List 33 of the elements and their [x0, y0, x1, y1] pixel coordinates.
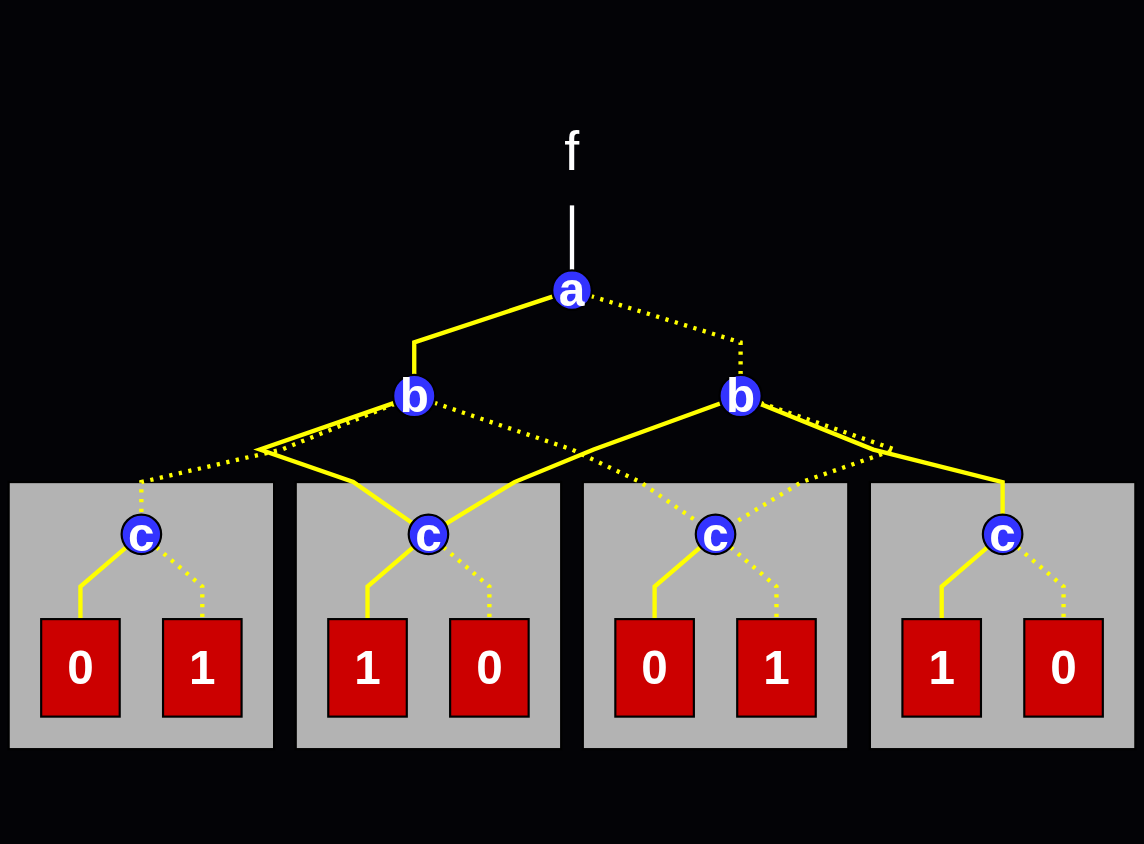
connector: [154, 545, 205, 620]
connector: [442, 545, 492, 620]
connector: [939, 545, 990, 620]
node-circle: a: [551, 269, 593, 311]
node-circle: c: [120, 513, 163, 556]
node-circle: c: [407, 513, 450, 556]
node-box: 1: [901, 618, 983, 718]
connector: [590, 293, 743, 375]
connector: [412, 294, 554, 375]
cluster: [294, 481, 563, 751]
connector: [652, 545, 702, 620]
node-box: 1: [736, 618, 817, 718]
connector: [365, 545, 415, 620]
node-box: 0: [614, 618, 695, 718]
node-box: 0: [40, 618, 121, 718]
cluster: [7, 481, 276, 751]
connector: [78, 545, 128, 620]
node-box: 1: [161, 618, 243, 718]
node-circle: b: [718, 373, 763, 419]
node-text: f: [564, 118, 580, 182]
node-circle: b: [392, 373, 437, 419]
node-circle: c: [694, 513, 737, 556]
connector: [1016, 545, 1066, 620]
connector: [253, 400, 414, 525]
cluster: [581, 481, 850, 751]
connector: [569, 205, 575, 271]
node-box: 0: [1023, 618, 1104, 718]
node-box: 1: [327, 618, 408, 718]
node-box: 0: [449, 618, 530, 718]
node-circle: c: [981, 513, 1024, 556]
cluster: [868, 481, 1137, 751]
connector: [729, 545, 779, 620]
connector: [759, 401, 1005, 515]
